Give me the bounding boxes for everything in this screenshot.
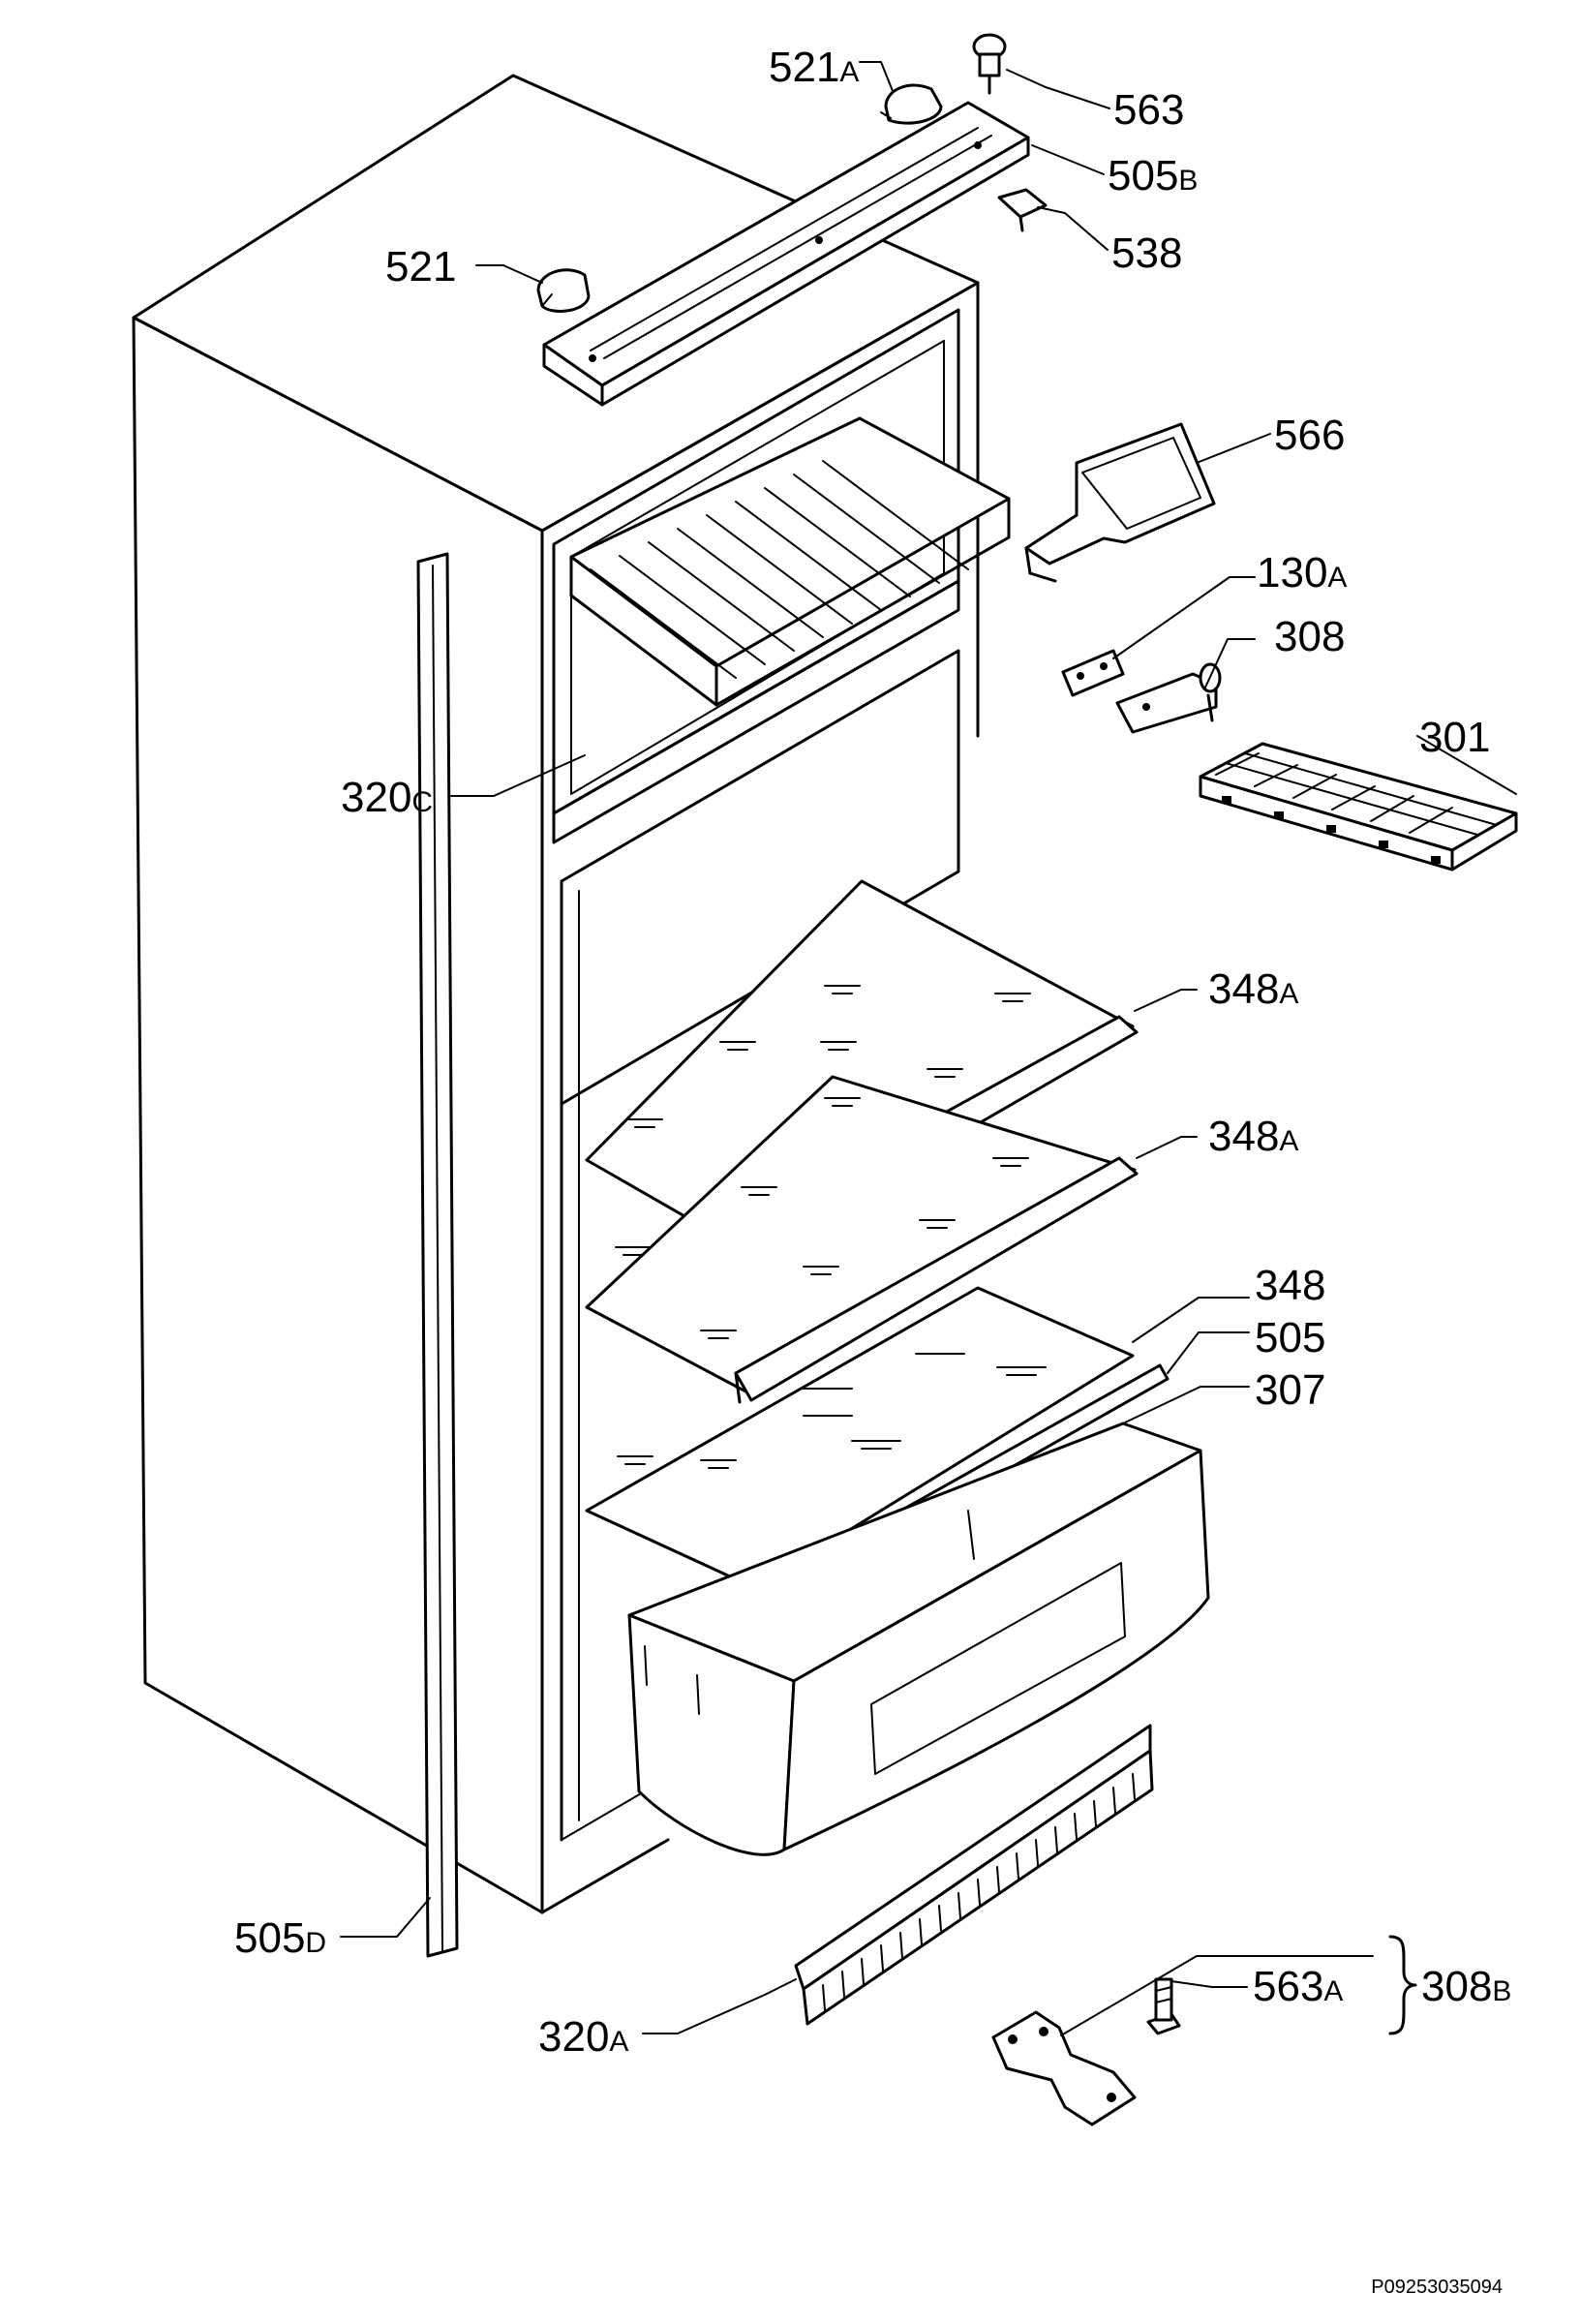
label-505d: 505D (234, 1914, 326, 1962)
fridge-compartment (560, 649, 960, 1842)
label-130a: 130A (1257, 549, 1347, 596)
label-521: 521 (385, 243, 456, 290)
label-320a: 320A (538, 2013, 628, 2061)
bottom-hinge-plate (991, 2010, 1137, 2126)
hinge-cover-cap (536, 268, 591, 313)
vent-grille (794, 1724, 1154, 2026)
vegetable-crisper-drawer (627, 1422, 1210, 1856)
label-505: 505 (1255, 1314, 1325, 1361)
label-320c: 320C (341, 774, 433, 821)
label-301: 301 (1419, 714, 1490, 761)
label-348: 348 (1255, 1262, 1325, 1309)
ice-cube-tray (1199, 742, 1518, 872)
label-307: 307 (1255, 1366, 1325, 1414)
door-gasket-strip (416, 552, 459, 1958)
hinge-bushing (997, 188, 1048, 232)
label-566: 566 (1274, 412, 1345, 459)
top-bolt (972, 33, 1007, 95)
label-505b: 505B (1108, 152, 1198, 199)
freezer-divider (552, 579, 960, 844)
label-348a-1: 348A (1208, 965, 1298, 1013)
glass-shelf-2 (585, 1075, 1139, 1404)
hinge-cover-cap-small (880, 83, 943, 125)
glass-shelf-3 (585, 1286, 1135, 1590)
ice-scraper (1024, 422, 1216, 583)
freezer-shelf (569, 416, 1011, 707)
hinge-bracket (1115, 662, 1222, 734)
label-563a: 563A (1253, 1963, 1343, 2010)
glass-reflection-marks (615, 985, 1047, 1469)
label-308b: 308B (1421, 1963, 1511, 2010)
leader-lines (340, 61, 1517, 2036)
spacer-plate (1061, 649, 1125, 697)
top-hinge-rail (542, 101, 1030, 407)
group-brace (1388, 1935, 1417, 2035)
label-348a-2: 348A (1208, 1113, 1298, 1160)
drawing-reference-number: P09253035094 (1371, 2277, 1503, 2298)
part-labels: 521A 563 505B 538 521 566 130A 308 301 3… (234, 44, 1511, 2061)
label-308: 308 (1274, 613, 1345, 660)
label-563: 563 (1113, 86, 1184, 134)
bottom-hinge-screw (1146, 1977, 1181, 2035)
label-521a: 521A (769, 44, 859, 91)
label-538: 538 (1111, 229, 1182, 277)
